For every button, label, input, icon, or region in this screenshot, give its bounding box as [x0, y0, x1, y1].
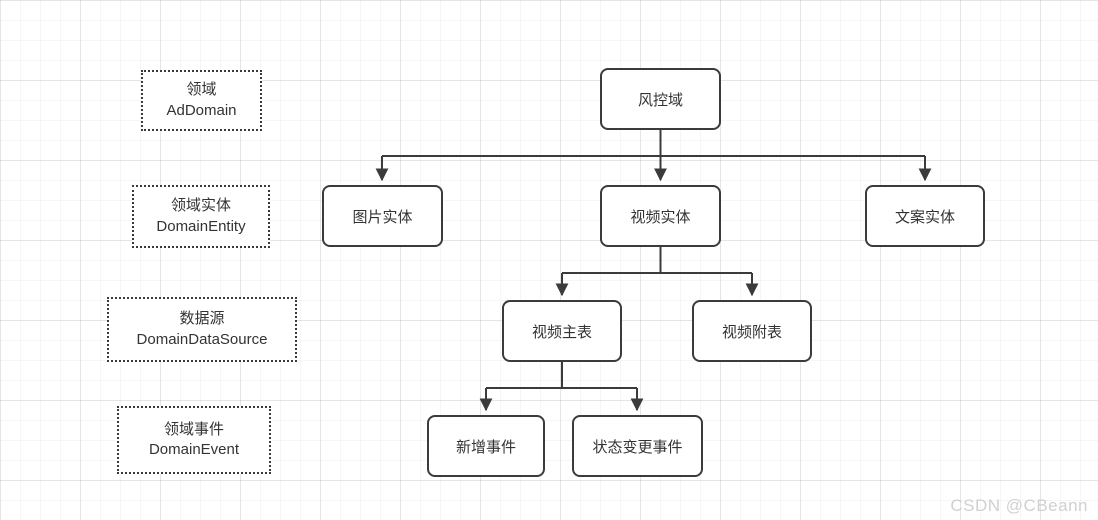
legend-domain-event-en: DomainEvent: [148, 441, 240, 458]
legend-domain-event-zh: 领域事件: [163, 420, 224, 438]
node-video-attach-table: 视频附表: [692, 300, 812, 362]
node-image-entity: 图片实体: [322, 185, 443, 247]
csdn-watermark: CSDN @CBeann: [950, 496, 1088, 515]
node-status-change-event: 状态变更事件: [572, 415, 703, 477]
legend-domain-en: AdDomain: [166, 101, 237, 119]
node-add-event: 新增事件: [427, 415, 545, 477]
legend-domain-entity: 领域实体 DomainEntity: [132, 185, 270, 248]
legend-domain: 领域 AdDomain: [141, 70, 262, 131]
node-risk-domain: 风控域: [600, 68, 721, 130]
node-video-entity: 视频实体: [600, 185, 721, 247]
legend-data-source-en: DomainDataSource: [136, 330, 268, 348]
tree-edges: [375, 130, 932, 412]
legend-data-source-zh: 数据源: [179, 310, 225, 328]
legend-domain-event: 领域事件 DomainEvent: [117, 406, 271, 474]
legend-data-source: 数据源 DomainDataSource: [107, 297, 297, 362]
node-copy-entity: 文案实体: [865, 185, 985, 247]
legend-domain-entity-zh: 领域实体: [170, 197, 231, 215]
legend-domain-zh: 领域: [186, 81, 217, 99]
legend-domain-entity-en: DomainEntity: [156, 217, 246, 235]
node-video-main-table: 视频主表: [502, 300, 622, 362]
